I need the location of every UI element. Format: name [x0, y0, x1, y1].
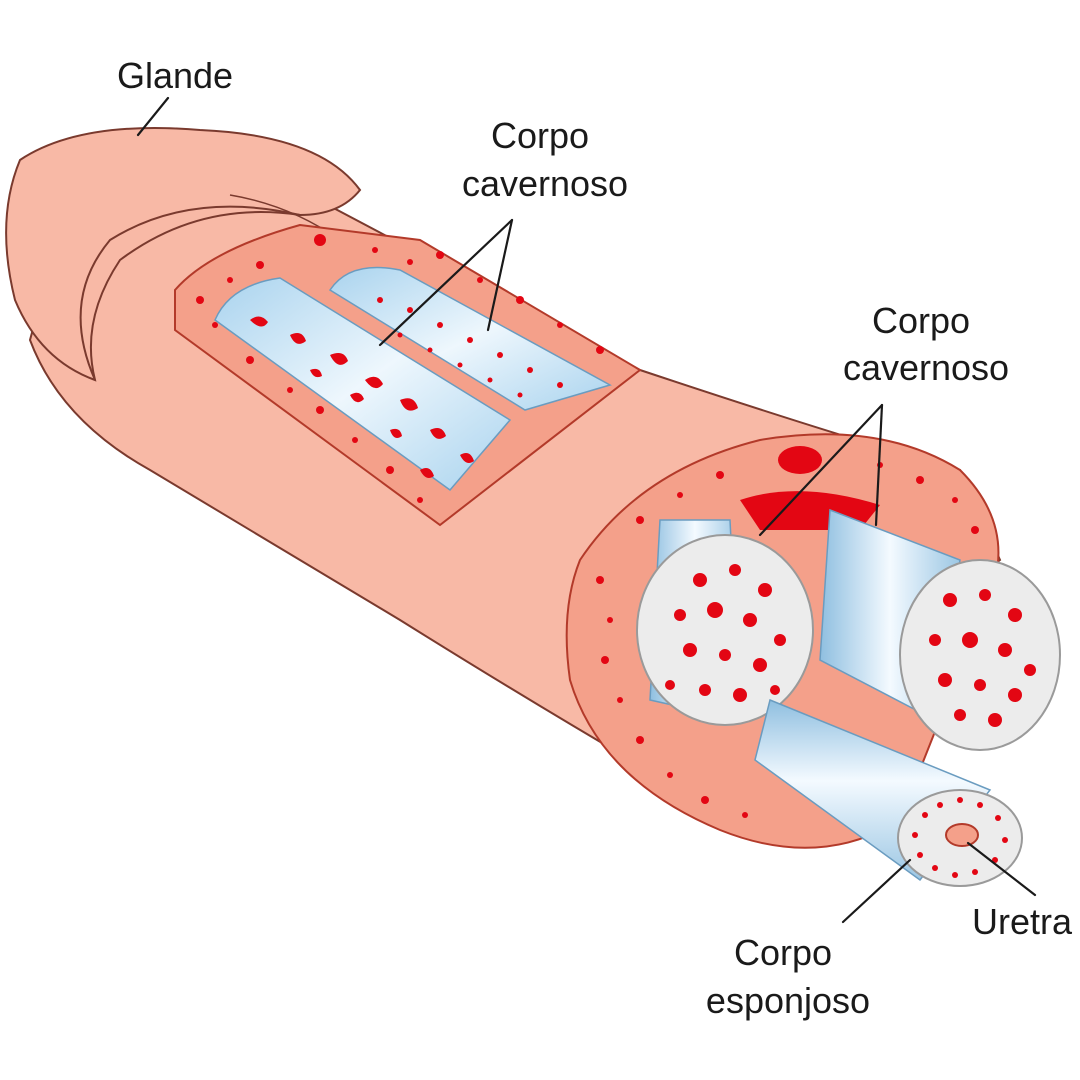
leader-uretra — [966, 841, 1037, 897]
cavernous-tissue-left — [665, 564, 786, 702]
cavernous-end-left — [636, 534, 814, 726]
cutaway-cavernous-tissue — [250, 297, 563, 478]
label-glande: Glande — [117, 55, 233, 96]
label-corpo-cavernoso-top: Corpo cavernoso — [462, 115, 628, 204]
cutaway-tissue-dots — [196, 234, 604, 503]
spongiosum-tissue — [912, 797, 1008, 878]
leader-corpo-cavernoso-top-a — [378, 218, 514, 347]
leader-glande — [136, 96, 170, 137]
label-corpo-cavernoso-right: Corpo cavernoso — [843, 300, 1009, 388]
leader-corpo-cavernoso-top-b — [486, 218, 514, 332]
cross-section-tissue-dots — [596, 462, 979, 818]
glans-rim — [79, 205, 301, 381]
glans — [5, 127, 362, 382]
urethra-opening — [945, 823, 979, 847]
label-uretra: Uretra — [972, 901, 1073, 942]
leader-corpo-esponjoso — [841, 858, 912, 924]
leader-corpo-cavernoso-right-b — [874, 403, 884, 527]
leader-corpo-cavernoso-right-a — [758, 403, 884, 537]
cavernous-tissue-right — [929, 589, 1036, 727]
dorsal-vessel — [778, 446, 822, 474]
cavernous-end-right — [899, 559, 1061, 751]
label-corpo-esponjoso: Corpo esponjoso — [706, 932, 870, 1021]
